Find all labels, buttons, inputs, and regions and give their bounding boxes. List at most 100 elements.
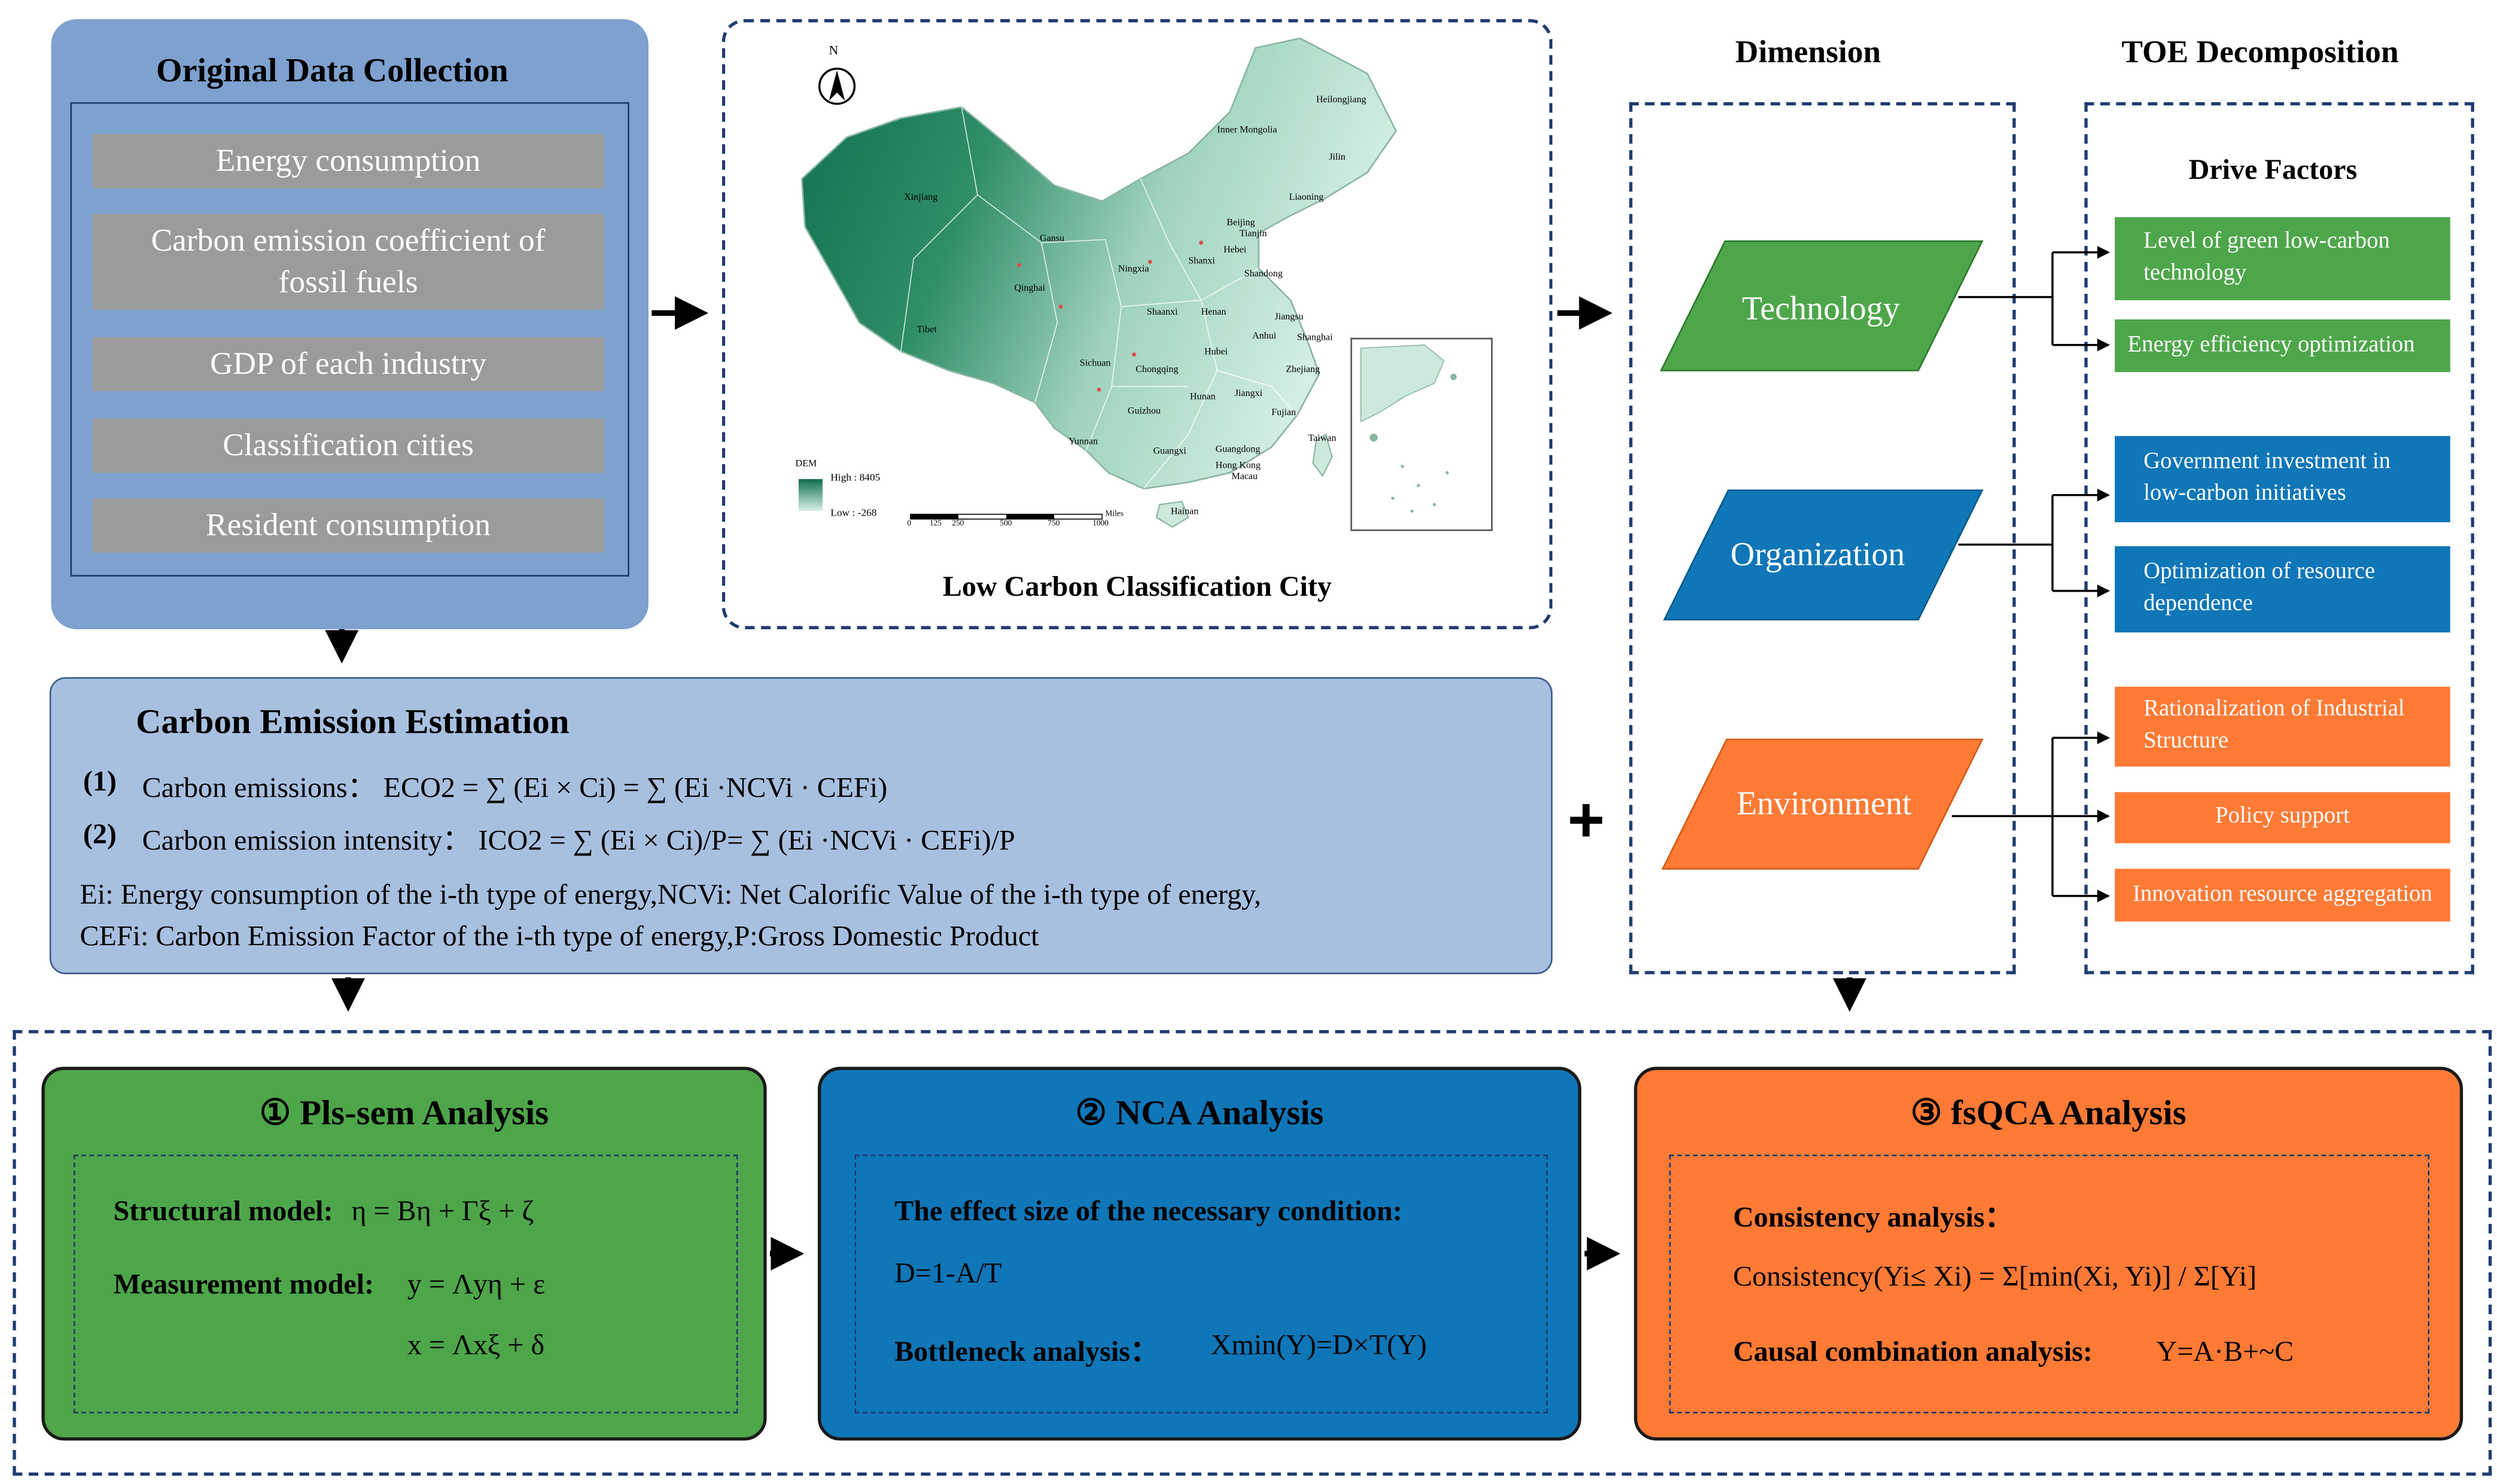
province-label: Guangxi [1153, 447, 1186, 457]
organization-shape [1662, 489, 1984, 621]
data-item-carbon-coefficient: Carbon emission coefficient of fossil fu… [92, 214, 604, 310]
dimension-environment: Environment [1736, 783, 1912, 822]
formula-carbon-emissions: Carbon emissions： ECO2 = ∑ (Ei × Ci) = ∑… [142, 771, 888, 804]
taiwan-island [1312, 433, 1333, 477]
data-item-energy: Energy consumption [92, 134, 604, 189]
province-label: Shaanxi [1147, 308, 1178, 318]
province-label: Hong Kong [1215, 461, 1261, 471]
plus-sign: + [1567, 785, 1605, 855]
province-label: Gansu [1040, 234, 1065, 245]
formula-note-line1: Ei: Energy consumption of the i-th type … [80, 878, 1262, 910]
province-label: Inner Mongolia [1217, 126, 1277, 136]
nca-panel [818, 1066, 1582, 1441]
measurement-model-eq1: y = Λyη + ε [407, 1267, 546, 1300]
province-label: Tibet [916, 325, 937, 336]
city-markers [1016, 240, 1204, 392]
province-label: Shanxi [1188, 257, 1215, 267]
scale-bar-fill [910, 514, 958, 519]
bottleneck-label: Bottleneck analysis： [894, 1335, 1159, 1367]
province-label: Yunnan [1068, 437, 1098, 447]
province-label: Chongqing [1135, 365, 1179, 376]
toe-box [2084, 102, 2474, 974]
china-landmass [800, 37, 1397, 490]
factor-policy-support: Policy support [2115, 792, 2450, 843]
fsqca-panel [1634, 1066, 2463, 1441]
factor-green-tech: Level of green low-carbon technology [2115, 217, 2450, 300]
pls-sem-panel [41, 1066, 767, 1441]
province-label: Jiangsu [1274, 313, 1304, 323]
scale-tick-0: 0 [907, 520, 912, 529]
factor-energy-efficiency: Energy efficiency optimization [2115, 319, 2450, 373]
map-panel [721, 19, 1553, 629]
province-label: Guangdong [1215, 445, 1260, 455]
province-label: Hubei [1204, 348, 1228, 358]
scale-tick-500: 500 [1000, 520, 1012, 529]
toe-header: TOE Decomposition [2121, 34, 2399, 70]
data-item-resident: Resident consumption [92, 498, 604, 553]
scale-unit: Miles [1105, 511, 1124, 519]
scale-tick-250: 250 [952, 520, 964, 529]
analysis-container [13, 1030, 2492, 1476]
causal-combination-label: Causal combination analysis: [1732, 1335, 2093, 1367]
dem-legend-title: DEM [795, 459, 817, 470]
province-label: Beijing [1226, 218, 1255, 228]
fsqca-inner [1669, 1154, 2430, 1413]
data-item-gdp: GDP of each industry [92, 337, 604, 392]
hainan-island [1155, 501, 1189, 528]
factor-industrial-structure: Rationalization of Industrial Structure [2115, 687, 2450, 767]
formula-2-number: (2) [83, 818, 117, 850]
causal-combination-eq: Y=A·B+~C [2156, 1335, 2294, 1367]
north-label: N [829, 43, 839, 58]
province-label: Ningxia [1118, 265, 1149, 275]
dimension-technology: Technology [1741, 288, 1900, 327]
original-data-list [70, 102, 629, 577]
province-borders [900, 106, 1298, 489]
province-label: Anhui [1252, 332, 1277, 342]
map-caption: Low Carbon Classification City [942, 569, 1332, 602]
environment-shape [1661, 738, 1984, 870]
nca-inner [854, 1154, 1548, 1413]
province-label: Shandong [1244, 270, 1283, 280]
consistency-eq: Consistency(Yi≤ Xi) = Σ[min(Xi, Yi)] / Σ… [1732, 1260, 2257, 1293]
scale-tick-1000: 1000 [1092, 520, 1109, 529]
dimension-shapes [1659, 240, 1984, 870]
scale-tick-125: 125 [929, 520, 942, 529]
factor-innovation-aggregation: Innovation resource aggregation [2115, 869, 2450, 922]
province-label: Hainan [1171, 508, 1199, 518]
scale-tick-750: 750 [1047, 520, 1060, 529]
drive-factors-header: Drive Factors [2188, 152, 2358, 185]
measurement-model-eq2: x = Λxξ + δ [407, 1328, 545, 1361]
factor-government-investment: Government investment in low-carbon init… [2115, 435, 2450, 523]
dem-legend-high: High : 8405 [830, 473, 881, 484]
province-label: Qinghai [1014, 284, 1046, 294]
consistency-label: Consistency analysis： [1732, 1200, 2014, 1233]
bottleneck-eq: Xmin(Y)=D×T(Y) [1210, 1328, 1427, 1361]
province-label: Hebei [1223, 246, 1247, 256]
dimension-header: Dimension [1735, 34, 1881, 70]
original-data-title: Original Data Collection [156, 50, 508, 89]
province-label: Jiangxi [1234, 389, 1263, 400]
fsqca-title: ③ fsQCA Analysis [1910, 1092, 2187, 1133]
province-label: Macau [1231, 473, 1258, 483]
inset-coastline [1360, 344, 1445, 423]
structural-model-eq: η = Bη + Γξ + ζ [351, 1194, 534, 1227]
dem-legend-low: Low : -268 [830, 508, 877, 519]
province-label: Sichuan [1079, 359, 1111, 369]
province-label: Liaoning [1289, 193, 1324, 203]
province-label: Jilin [1329, 153, 1346, 163]
china-dem-map [799, 37, 1493, 531]
scale-bar-fill-2 [1006, 514, 1055, 519]
carbon-estimation-title: Carbon Emission Estimation [135, 701, 570, 741]
province-label: Tianjin [1239, 230, 1267, 240]
province-label: Hunan [1190, 392, 1216, 403]
measurement-model-label: Measurement model: [113, 1267, 374, 1300]
province-label: Fujian [1271, 409, 1296, 419]
nca-title: ② NCA Analysis [1075, 1092, 1324, 1133]
dem-legend-swatch [799, 479, 823, 511]
province-label: Zhejiang [1286, 365, 1320, 376]
dimension-organization: Organization [1730, 534, 1905, 573]
province-label: Xinjiang [904, 193, 938, 203]
effect-size-label: The effect size of the necessary conditi… [894, 1194, 1403, 1227]
formula-carbon-intensity: Carbon emission intensity： ICO2 = ∑ (Ei … [142, 824, 1015, 857]
data-item-cities: Classification cities [92, 418, 604, 473]
